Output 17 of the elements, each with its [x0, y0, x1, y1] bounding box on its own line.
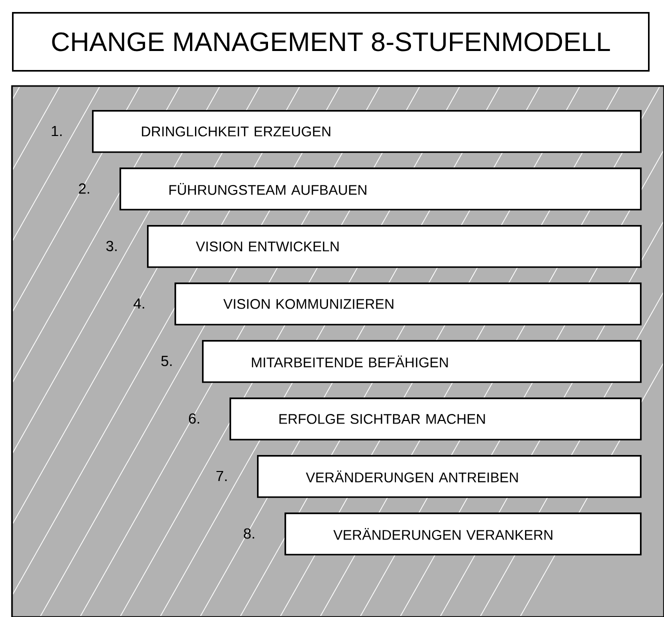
- step-box: VERÄNDERUNGEN VERANKERN: [284, 512, 642, 556]
- step-box: FÜHRUNGSTEAM AUFBAUEN: [120, 168, 642, 210]
- title-box: CHANGE MANAGEMENT 8-STUFENMODELL: [12, 12, 650, 72]
- step-number: 3.: [106, 240, 117, 252]
- step-box: ERFOLGE SICHTBAR MACHEN: [230, 398, 642, 440]
- step-box: MITARBEITENDE BEFÄHIGEN: [202, 340, 642, 383]
- step-number: 1.: [52, 126, 62, 136]
- step-number: 4.: [134, 298, 144, 309]
- step-box: VERÄNDERUNGEN ANTREIBEN: [257, 455, 642, 498]
- step-number: 2.: [78, 183, 90, 194]
- step-box: VISION ENTWICKELN: [147, 225, 642, 268]
- step-number: 7.: [216, 470, 227, 482]
- step-number: 8.: [244, 528, 254, 539]
- step-box: DRINGLICHKEIT ERZEUGEN: [92, 110, 642, 153]
- step-box: VISION KOMMUNIZIEREN: [174, 282, 642, 326]
- step-number: 5.: [161, 356, 172, 366]
- step-number: 6.: [188, 413, 200, 424]
